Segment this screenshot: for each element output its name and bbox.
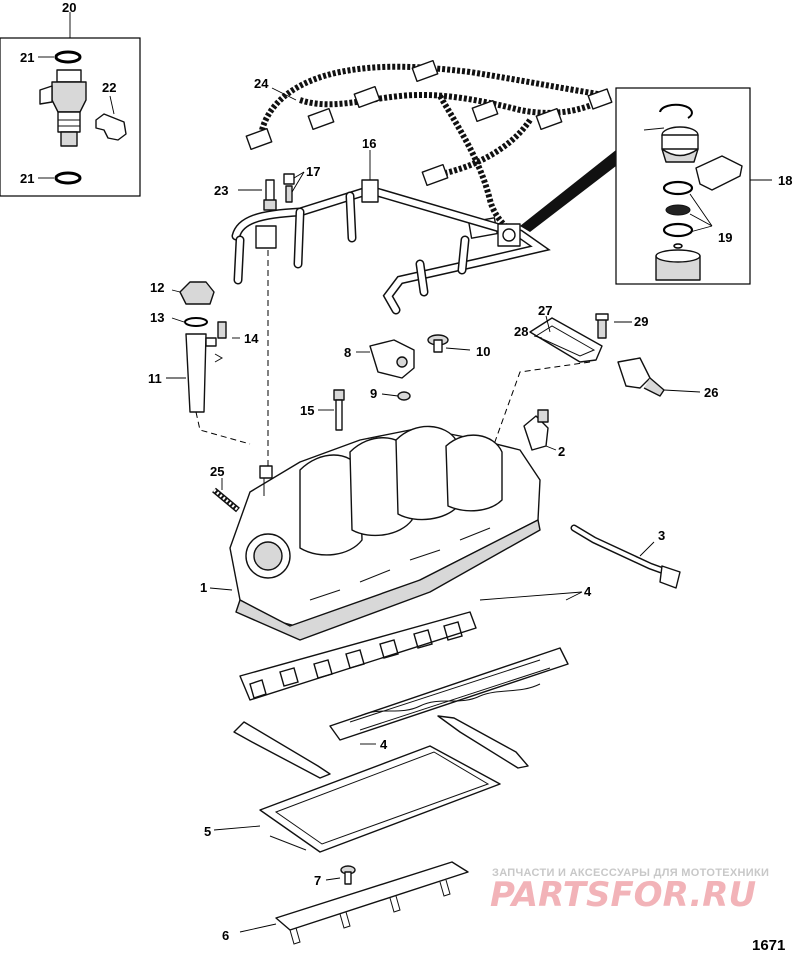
callout-11: 11 xyxy=(148,371,162,386)
page-number: 1671 xyxy=(752,937,785,954)
callout-9: 9 xyxy=(370,386,377,401)
fuel-rail-icon xyxy=(231,150,551,315)
temperature-sensor-icon xyxy=(523,409,557,451)
callout-28: 28 xyxy=(514,324,528,339)
schrader-valve-icon xyxy=(238,171,305,211)
watermark-tagline: ЗАПЧАСТИ И АКСЕССУАРЫ ДЛЯ МОТОТЕХНИКИ xyxy=(492,867,769,879)
fuel-injector-icon xyxy=(39,69,87,147)
callout-4-bottom: 4 xyxy=(380,737,388,752)
callout-24: 24 xyxy=(254,76,269,91)
callout-18: 18 xyxy=(778,173,792,188)
callout-8: 8 xyxy=(344,345,351,360)
sensor-lead-icon xyxy=(570,524,681,589)
callout-29: 29 xyxy=(634,314,648,329)
callout-23: 23 xyxy=(214,183,228,198)
callout-16: 16 xyxy=(362,136,376,151)
watermark-logo: PARTSFOR.RU xyxy=(490,875,756,915)
injector-inset xyxy=(0,12,141,197)
callout-26: 26 xyxy=(704,385,718,400)
intake-gasket-icon xyxy=(239,591,583,741)
iac-valve-icon xyxy=(491,313,701,451)
callout-25: 25 xyxy=(210,464,224,479)
callout-15: 15 xyxy=(300,403,314,418)
callout-19: 19 xyxy=(718,230,732,245)
callout-27: 27 xyxy=(538,303,552,318)
regulator-clip-icon xyxy=(695,155,743,191)
baffle-bolt-icon xyxy=(325,865,356,885)
callout-10: 10 xyxy=(476,344,490,359)
callout-20: 20 xyxy=(62,0,76,15)
regulator-inset xyxy=(520,87,772,285)
map-sensor-icon xyxy=(356,334,471,401)
callout-2: 2 xyxy=(558,444,565,459)
pressure-regulator-icon xyxy=(643,126,699,163)
callout-6: 6 xyxy=(222,928,229,943)
stud-icon xyxy=(212,478,240,513)
callout-17: 17 xyxy=(306,164,320,179)
callout-12: 12 xyxy=(150,280,164,295)
callout-5: 5 xyxy=(204,824,211,839)
callout-7: 7 xyxy=(314,873,321,888)
baffle-plate-icon xyxy=(213,745,501,853)
intake-manifold-icon xyxy=(209,425,541,641)
watermark: ЗАПЧАСТИ И АКСЕССУАРЫ ДЛЯ МОТОТЕХНИКИ PA… xyxy=(490,867,769,915)
callout-21-bottom: 21 xyxy=(20,171,34,186)
callout-labels: 20 21 22 21 24 16 17 23 18 19 12 13 14 1… xyxy=(20,0,792,943)
callout-1: 1 xyxy=(200,580,207,595)
callout-22: 22 xyxy=(102,80,116,95)
callout-3: 3 xyxy=(658,528,665,543)
callout-14: 14 xyxy=(244,331,259,346)
end-seal-icon xyxy=(233,715,529,779)
assembly-line xyxy=(195,411,251,445)
callout-21-top: 21 xyxy=(20,50,34,65)
injector-clip-icon xyxy=(95,113,127,141)
callout-13: 13 xyxy=(150,310,164,325)
oil-fill-tube-icon xyxy=(166,281,240,413)
callout-4-top: 4 xyxy=(584,584,592,599)
mounting-bracket-icon xyxy=(239,861,469,945)
bolt-icon xyxy=(318,389,345,431)
